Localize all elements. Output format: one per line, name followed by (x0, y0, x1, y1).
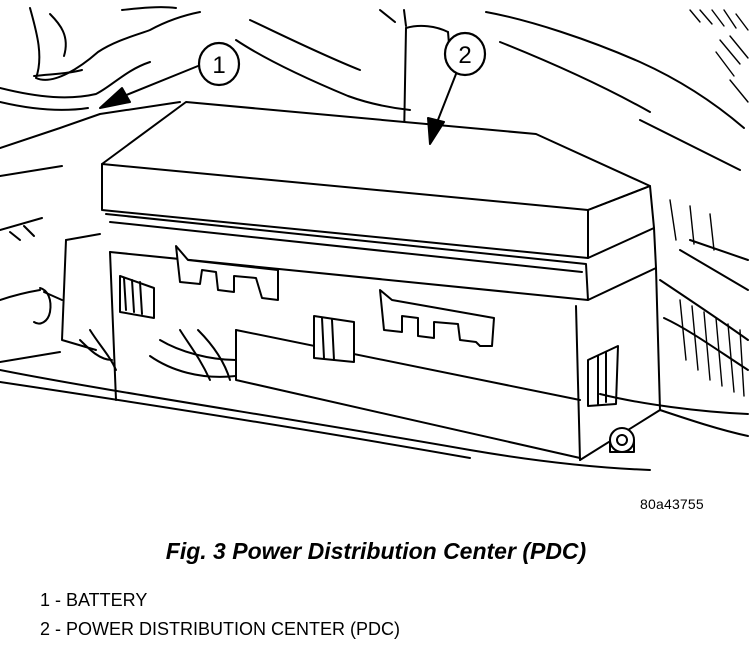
callout-2: 2 (427, 31, 487, 145)
figure-reference-code: 80a43755 (640, 496, 704, 512)
legend-item-pdc: 2 - POWER DISTRIBUTION CENTER (PDC) (40, 619, 401, 639)
legend-item-battery: 1 - BATTERY (40, 590, 148, 610)
legend-list: 1 - BATTERY 2 - POWER DISTRIBUTION CENTE… (40, 586, 400, 644)
callout-1-number: 1 (212, 52, 225, 79)
engine-bay-background (0, 6, 411, 111)
callout-1: 1 (99, 41, 241, 109)
battery (0, 101, 181, 363)
pdc-illustration: 1 2 (0, 6, 749, 471)
callout-2-number: 2 (458, 42, 471, 69)
pdc-box (0, 101, 749, 471)
figure-caption: Fig. 3 Power Distribution Center (PDC) (165, 538, 587, 564)
hatching-top-right (689, 9, 749, 103)
hatching-right (669, 199, 745, 397)
